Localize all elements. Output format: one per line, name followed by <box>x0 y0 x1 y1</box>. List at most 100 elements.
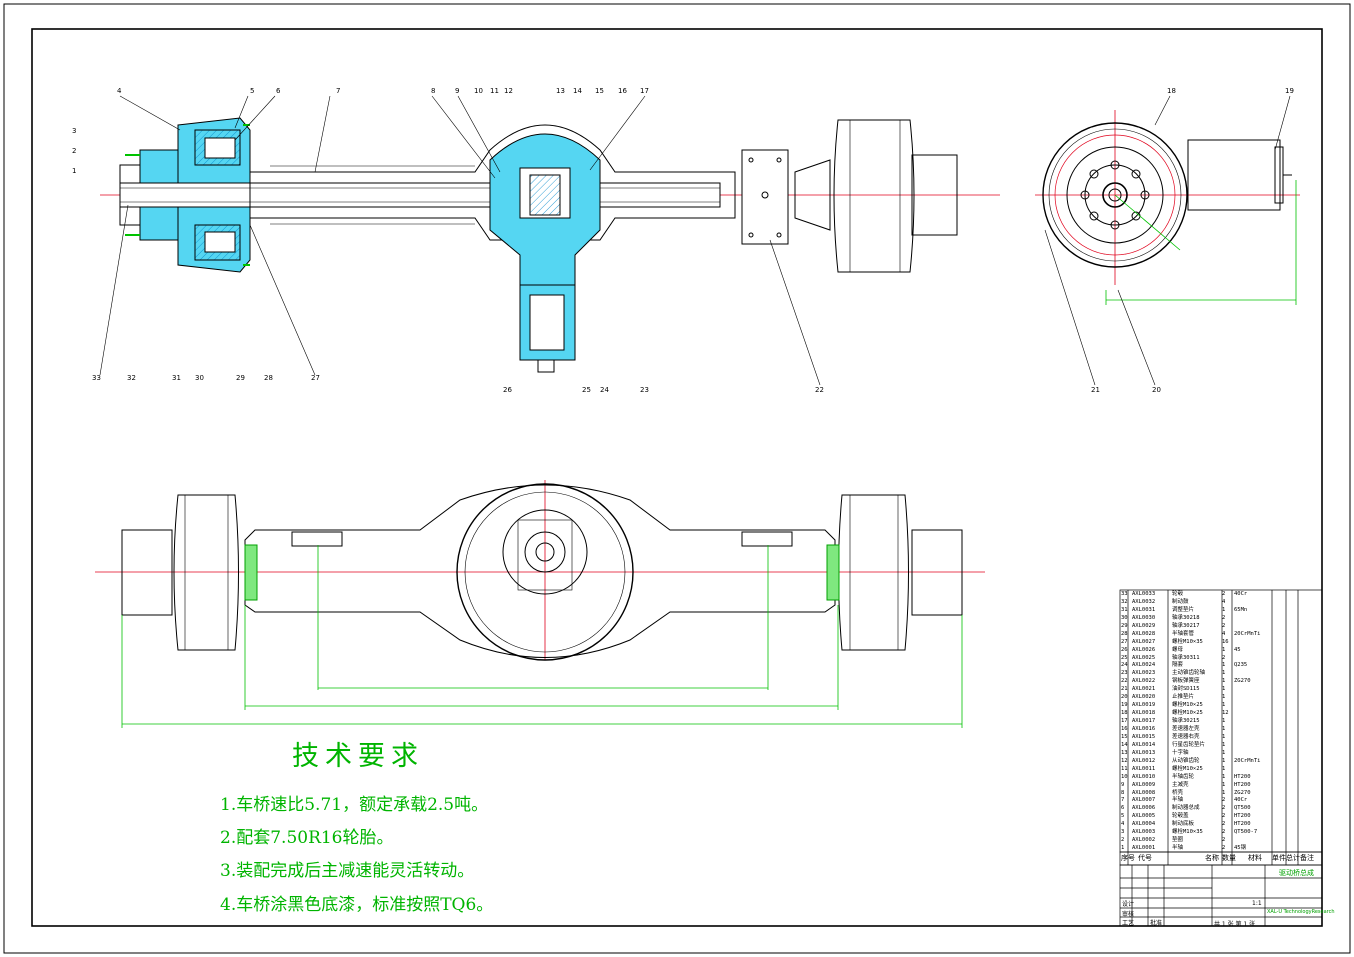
callouts-bottom-group: 33 32 31 30 29 28 27 26 25 24 23 22 21 2… <box>92 374 1161 394</box>
bom-cell: 13 <box>1121 749 1128 756</box>
bom-cell: 2 <box>1222 805 1226 812</box>
top-section-view <box>100 117 1000 373</box>
bom-cell: 主减壳 <box>1172 781 1189 788</box>
callout-12: 12 <box>504 87 513 95</box>
bom-header-no: 序号 <box>1121 854 1135 862</box>
bom-cell: 轴承30217 <box>1172 622 1200 629</box>
bom-cell: 轴承30218 <box>1172 614 1200 621</box>
drawing-name: 驱动桥总成 <box>1279 869 1314 877</box>
bom-cell: 23 <box>1121 670 1128 677</box>
bom-cell: 11 <box>1121 765 1128 772</box>
bom-cell: AXL0003 <box>1132 829 1156 836</box>
callout-27: 27 <box>311 374 320 382</box>
role-process: 工艺 <box>1122 920 1135 927</box>
bom-cell: 1 <box>1222 765 1226 772</box>
bom-cell: 2 <box>1222 837 1226 844</box>
bom-cell: 2 <box>1222 797 1226 804</box>
bom-cell: 4 <box>1121 821 1125 828</box>
bom-header: 序号 代号 名称 数量 材料 单件 总计 备注 <box>1120 852 1322 865</box>
bom-cell: 9 <box>1121 781 1125 788</box>
callout-leaders <box>99 95 1291 386</box>
bom-cell: 20CrMnTi <box>1234 630 1261 637</box>
callout-28: 28 <box>264 374 273 382</box>
bom-cell: AXL0024 <box>1132 662 1156 669</box>
callouts-left-group: 3 2 1 <box>72 127 76 175</box>
bom-cell: 2 <box>1222 821 1226 828</box>
bom-cell: 调整垫片 <box>1172 606 1195 613</box>
bom-cell: 1 <box>1222 606 1226 613</box>
bom-cell: 16 <box>1121 725 1128 732</box>
callout-18: 18 <box>1167 87 1176 95</box>
bom-cell: QT500 <box>1234 805 1251 812</box>
bom-cell: AXL0010 <box>1132 773 1156 780</box>
bom-header-name: 名称 <box>1205 854 1219 862</box>
bom-cell: 半轴齿轮 <box>1172 773 1195 780</box>
callout-30: 30 <box>195 374 204 382</box>
callout-33: 33 <box>92 374 101 382</box>
company-name: XAL-U TechnologyResearch <box>1267 909 1335 915</box>
bom-cell: 33 <box>1121 591 1128 597</box>
bom-cell: 28 <box>1121 630 1128 637</box>
bom-cell: 27 <box>1121 638 1128 645</box>
bom-cell: 1 <box>1222 662 1226 669</box>
bom-cell: HT200 <box>1234 813 1251 820</box>
bom-header-unit: 单件 <box>1272 854 1286 862</box>
bom-cell: 2 <box>1222 622 1226 629</box>
bom-cell: 1 <box>1222 773 1226 780</box>
bom-cell: 7 <box>1121 797 1125 804</box>
inner-border <box>31 28 1323 927</box>
bom-cell: 螺母 <box>1172 646 1184 653</box>
bom-cell: 12 <box>1222 710 1229 717</box>
bom-cell: 4 <box>1222 630 1226 637</box>
bom-cell: AXL0017 <box>1132 718 1156 725</box>
tech-requirement-4: 4.车桥涂黑色底漆，标准按照TQ6。 <box>220 895 494 915</box>
bom-header-remark: 备注 <box>1300 854 1314 862</box>
bom-cell: AXL0001 <box>1132 845 1156 852</box>
bom-cell: AXL0020 <box>1132 694 1156 701</box>
callouts-top-group: 4 5 6 7 8 9 10 11 12 13 14 15 16 17 18 1… <box>117 87 1294 95</box>
bom-cell: 螺栓M10×25 <box>1172 702 1203 709</box>
bom-cell: AXL0021 <box>1132 686 1156 693</box>
bom-cell: AXL0031 <box>1132 606 1156 613</box>
bom-cell: 半轴 <box>1172 797 1184 804</box>
bom-cell: 1 <box>1222 718 1226 725</box>
bom-cell: HT200 <box>1234 773 1251 780</box>
bom-cell: AXL0023 <box>1132 670 1156 677</box>
bom-cell: AXL0029 <box>1132 622 1156 629</box>
callout-16: 16 <box>618 87 627 95</box>
bom-cell: 1 <box>1222 686 1226 693</box>
bom-cell: 轴承30311 <box>1172 654 1200 661</box>
callout-13: 13 <box>556 87 565 95</box>
bom-cell: 2 <box>1121 837 1125 844</box>
bom-cell: AXL0005 <box>1132 813 1156 820</box>
bom-cell: 17 <box>1121 718 1128 725</box>
bom-cell: 2 <box>1222 845 1226 852</box>
bom-cell: 半轴套管 <box>1172 630 1195 637</box>
callout-7: 7 <box>336 87 340 95</box>
bom-header-code: 代号 <box>1138 854 1152 862</box>
bom-cell: 65Mn <box>1234 606 1248 613</box>
bom-cell: 1 <box>1222 702 1226 709</box>
bom-cell: 从动锥齿轮 <box>1172 757 1200 764</box>
drawing-scale: 1:1 <box>1252 900 1262 907</box>
callout-3: 3 <box>72 127 76 135</box>
bom-cell: 45 <box>1234 646 1241 653</box>
bom-cell: HT200 <box>1234 781 1251 788</box>
role-reviewer: 审核 <box>1122 911 1135 918</box>
bom-cell: AXL0032 <box>1132 598 1156 605</box>
